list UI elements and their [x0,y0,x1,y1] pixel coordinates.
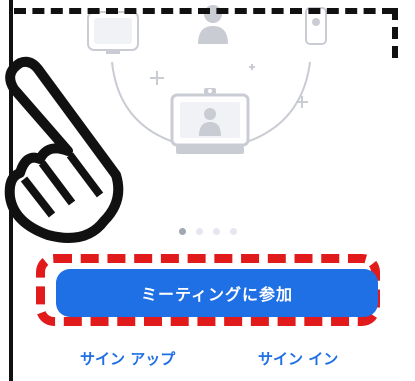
video-room-icon [170,88,250,154]
pointing-hand-icon [4,56,124,243]
sign-up-link[interactable]: サイン アップ [80,350,176,368]
carousel-pager[interactable] [0,224,415,238]
hero-illustration [87,5,327,154]
plus-icon [150,64,308,108]
phone-icon [305,7,327,45]
join-meeting-button[interactable]: ミーティングに参加 [56,269,378,317]
pager-dot-4[interactable] [229,227,237,235]
video-device-icon [87,11,139,54]
pager-dot-1[interactable] [178,227,186,235]
sign-in-link[interactable]: サイン イン [258,350,339,368]
annotation-dashed-top [14,8,394,14]
pager-dot-3[interactable] [212,227,220,235]
pager-dot-2[interactable] [195,227,203,235]
annotation-dashed-right [392,8,398,58]
